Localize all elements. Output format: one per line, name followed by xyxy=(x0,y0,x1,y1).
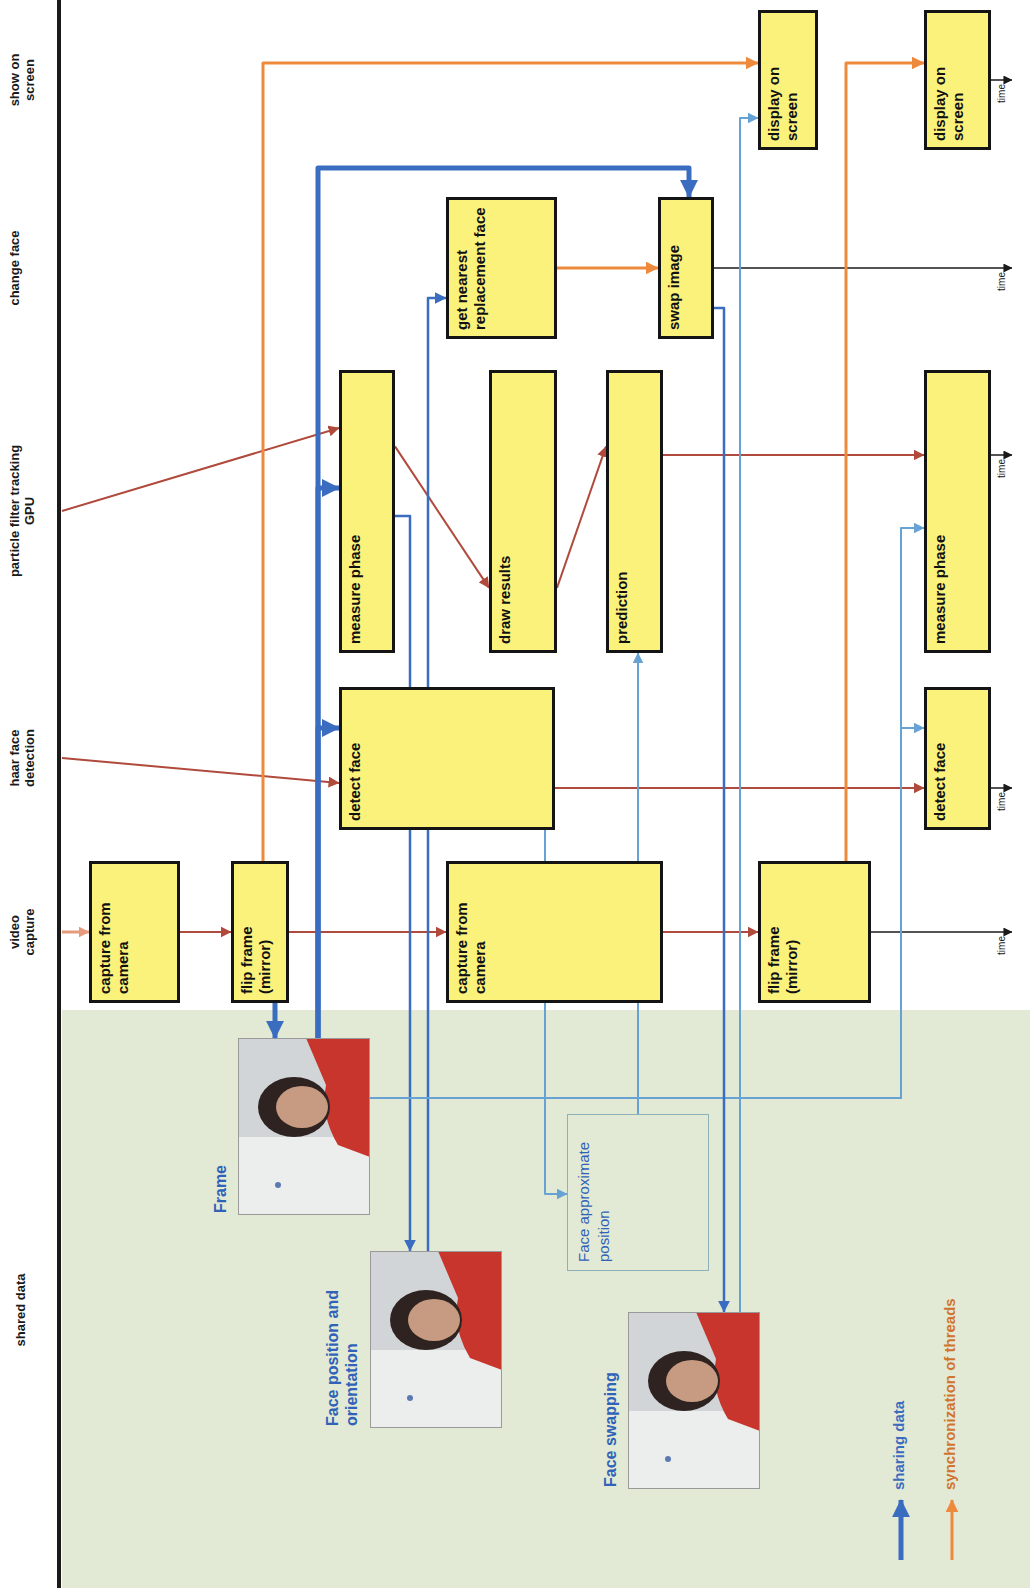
time-label: time xyxy=(996,272,1008,304)
shared-image: Face swapping xyxy=(600,1312,760,1489)
time-arrow xyxy=(871,931,1012,933)
time-arrow xyxy=(714,267,1012,269)
legend-arrow xyxy=(951,1500,954,1560)
process-box: draw results xyxy=(489,370,557,653)
lane-label: change face xyxy=(8,208,23,328)
shared-data-box: Face approximate position xyxy=(567,1114,709,1271)
sync-arrow xyxy=(663,454,924,456)
region-label: shared data xyxy=(14,1240,29,1380)
legend-text: sharing data xyxy=(890,1401,908,1490)
node-text: detect face xyxy=(346,696,364,821)
process-box: flip frame (mirror) xyxy=(231,861,289,1003)
data-arrow xyxy=(318,168,689,1038)
face-swapping-photo xyxy=(628,1312,760,1489)
process-box: prediction xyxy=(606,370,663,653)
lane-label: haar face detection xyxy=(8,703,38,813)
process-box: measure phase xyxy=(924,370,991,653)
process-box: flip frame (mirror) xyxy=(758,861,871,1003)
data-arrow xyxy=(395,516,410,1251)
time-arrow xyxy=(991,454,1012,456)
node-text: swap image xyxy=(665,206,683,330)
process-box: measure phase xyxy=(339,370,395,653)
data-arrow xyxy=(714,308,724,1312)
shared-image: Face position and orientation xyxy=(322,1251,502,1428)
node-text: Frame xyxy=(211,1040,230,1213)
lane-label: video capture xyxy=(8,892,38,972)
node-text: prediction xyxy=(613,379,631,644)
lane-label: show on screen xyxy=(8,40,38,120)
node-text: capture from camera xyxy=(453,870,489,994)
node-text: measure phase xyxy=(931,379,949,644)
node-text: display on screen xyxy=(765,19,801,141)
face-position-photo xyxy=(370,1251,502,1428)
process-box: display on screen xyxy=(758,10,818,150)
process-box: get nearest replacement face xyxy=(446,197,557,339)
data-arrow xyxy=(318,728,339,1038)
node-text: flip frame (mirror) xyxy=(238,870,274,994)
process-box: detect face xyxy=(339,687,555,830)
time-label: time xyxy=(996,792,1008,824)
sync-arrow xyxy=(180,931,231,933)
node-text: flip frame (mirror) xyxy=(765,870,801,994)
node-text: detect face xyxy=(931,696,949,821)
data-arrow xyxy=(740,118,758,1312)
node-text: measure phase xyxy=(346,379,364,644)
data-arrow xyxy=(273,1003,278,1038)
time-arrow xyxy=(991,787,1012,789)
sync-arrow xyxy=(263,63,758,861)
node-text: display on screen xyxy=(931,19,967,141)
process-box: display on screen xyxy=(924,10,991,150)
time-label: time xyxy=(996,84,1008,116)
sync-arrow xyxy=(846,63,924,861)
node-text: Face position and orientation xyxy=(323,1253,361,1426)
legend-arrow xyxy=(899,1500,904,1560)
time-label: time xyxy=(996,459,1008,491)
time-label: time xyxy=(996,936,1008,968)
shared-image: Frame xyxy=(210,1038,370,1215)
process-box: capture from camera xyxy=(89,861,180,1003)
node-text: get nearest replacement face xyxy=(453,206,489,330)
process-box: capture from camera xyxy=(446,861,663,1003)
thread-axis xyxy=(57,0,61,1588)
process-box: detect face xyxy=(924,687,991,830)
thread-start-arrow xyxy=(62,931,89,934)
sync-arrow xyxy=(289,931,446,933)
node-text: Face approximate position xyxy=(574,1123,613,1262)
node-text: Face swapping xyxy=(601,1314,620,1487)
sync-arrow xyxy=(557,267,658,270)
node-text: capture from camera xyxy=(96,870,132,994)
time-arrow xyxy=(991,79,1012,81)
sync-arrow xyxy=(663,931,758,933)
node-text: draw results xyxy=(496,379,514,644)
data-arrow xyxy=(318,488,339,1038)
thread-start-arrow xyxy=(62,428,339,511)
frame-photo xyxy=(238,1038,370,1215)
lane-label: particle filter tracking GPU xyxy=(8,431,38,591)
process-box: swap image xyxy=(658,197,714,339)
legend-text: synchronization of threads xyxy=(941,1298,959,1490)
sync-arrow xyxy=(557,446,606,587)
thread-start-arrow xyxy=(62,758,339,783)
